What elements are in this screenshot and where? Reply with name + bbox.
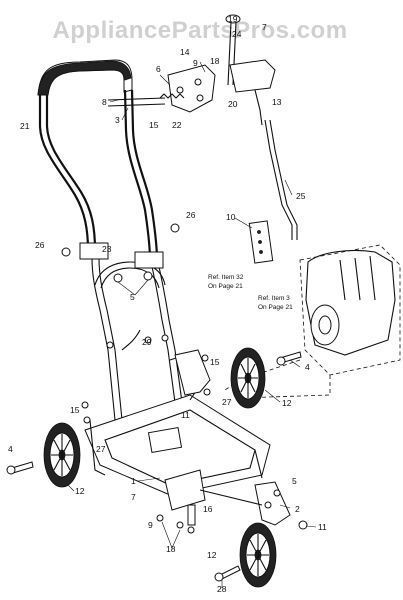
callout-label: 10 [226, 212, 236, 222]
callout-label: 24 [232, 29, 242, 39]
ref-note-2-line1: Ref. Item 3 [258, 295, 290, 302]
callout-label: 15 [210, 357, 220, 367]
callout-label: 27 [222, 397, 232, 407]
callout-label: 21 [20, 121, 30, 131]
callout-label: 18 [166, 544, 176, 554]
deck-frame [84, 349, 291, 534]
wheel-rear-right [230, 347, 266, 409]
callout-label: 18 [210, 56, 220, 66]
callout-label: 8 [102, 97, 107, 107]
callout-label: 12 [75, 486, 85, 496]
watermark-text: AppliancePartsPros.com [52, 17, 347, 44]
ref-note-1-line1: Ref. Item 32 [208, 274, 244, 281]
callout-label: 11 [181, 410, 190, 420]
callout-label: 7 [262, 22, 267, 32]
wheel-front-right [239, 522, 277, 588]
callout-label: 16 [203, 504, 213, 514]
callout-label: 23 [102, 244, 112, 254]
callout-label: 26 [35, 240, 45, 250]
grip-black [37, 60, 132, 96]
callout-label: 9 [193, 58, 198, 68]
callout-label: 6 [156, 64, 161, 74]
callout-label: 13 [272, 97, 282, 107]
callout-label: 20 [228, 99, 238, 109]
callout-label: 14 [180, 47, 190, 57]
handle-assembly [37, 59, 184, 421]
callout-label: 4 [8, 444, 13, 454]
callout-label: 5 [292, 476, 297, 486]
callout-label: 2 [295, 504, 300, 514]
ref-note-1-line2: On Page 21 [208, 283, 243, 290]
callout-label: 29 [142, 337, 152, 347]
callout-labels: 19 24 7 14 9 18 6 20 13 8 3 15 22 21 25 … [8, 14, 327, 594]
wheel-front-left [43, 422, 81, 488]
callout-label: 19 [228, 14, 238, 24]
callout-label: 12 [207, 550, 217, 560]
callout-label: 15 [70, 405, 80, 415]
callout-label: 1 [131, 476, 136, 486]
ref-note-2-line2: On Page 21 [258, 304, 293, 311]
callout-label: 3 [115, 115, 120, 125]
callout-label: 26 [186, 210, 196, 220]
callout-label: 7 [131, 492, 136, 502]
leader-lines [67, 61, 317, 588]
callout-label: 4 [305, 362, 310, 372]
callout-label: 9 [148, 520, 153, 530]
callout-label: 5 [130, 292, 135, 302]
callout-label: 28 [217, 584, 227, 594]
callout-label: 12 [282, 398, 292, 408]
callout-label: 25 [296, 191, 306, 201]
control-bracket [107, 14, 298, 264]
callout-label: 22 [172, 120, 182, 130]
callout-label: 11 [318, 522, 327, 532]
callout-label: 15 [149, 120, 159, 130]
fasteners [6, 223, 308, 582]
callout-label: 27 [96, 444, 106, 454]
